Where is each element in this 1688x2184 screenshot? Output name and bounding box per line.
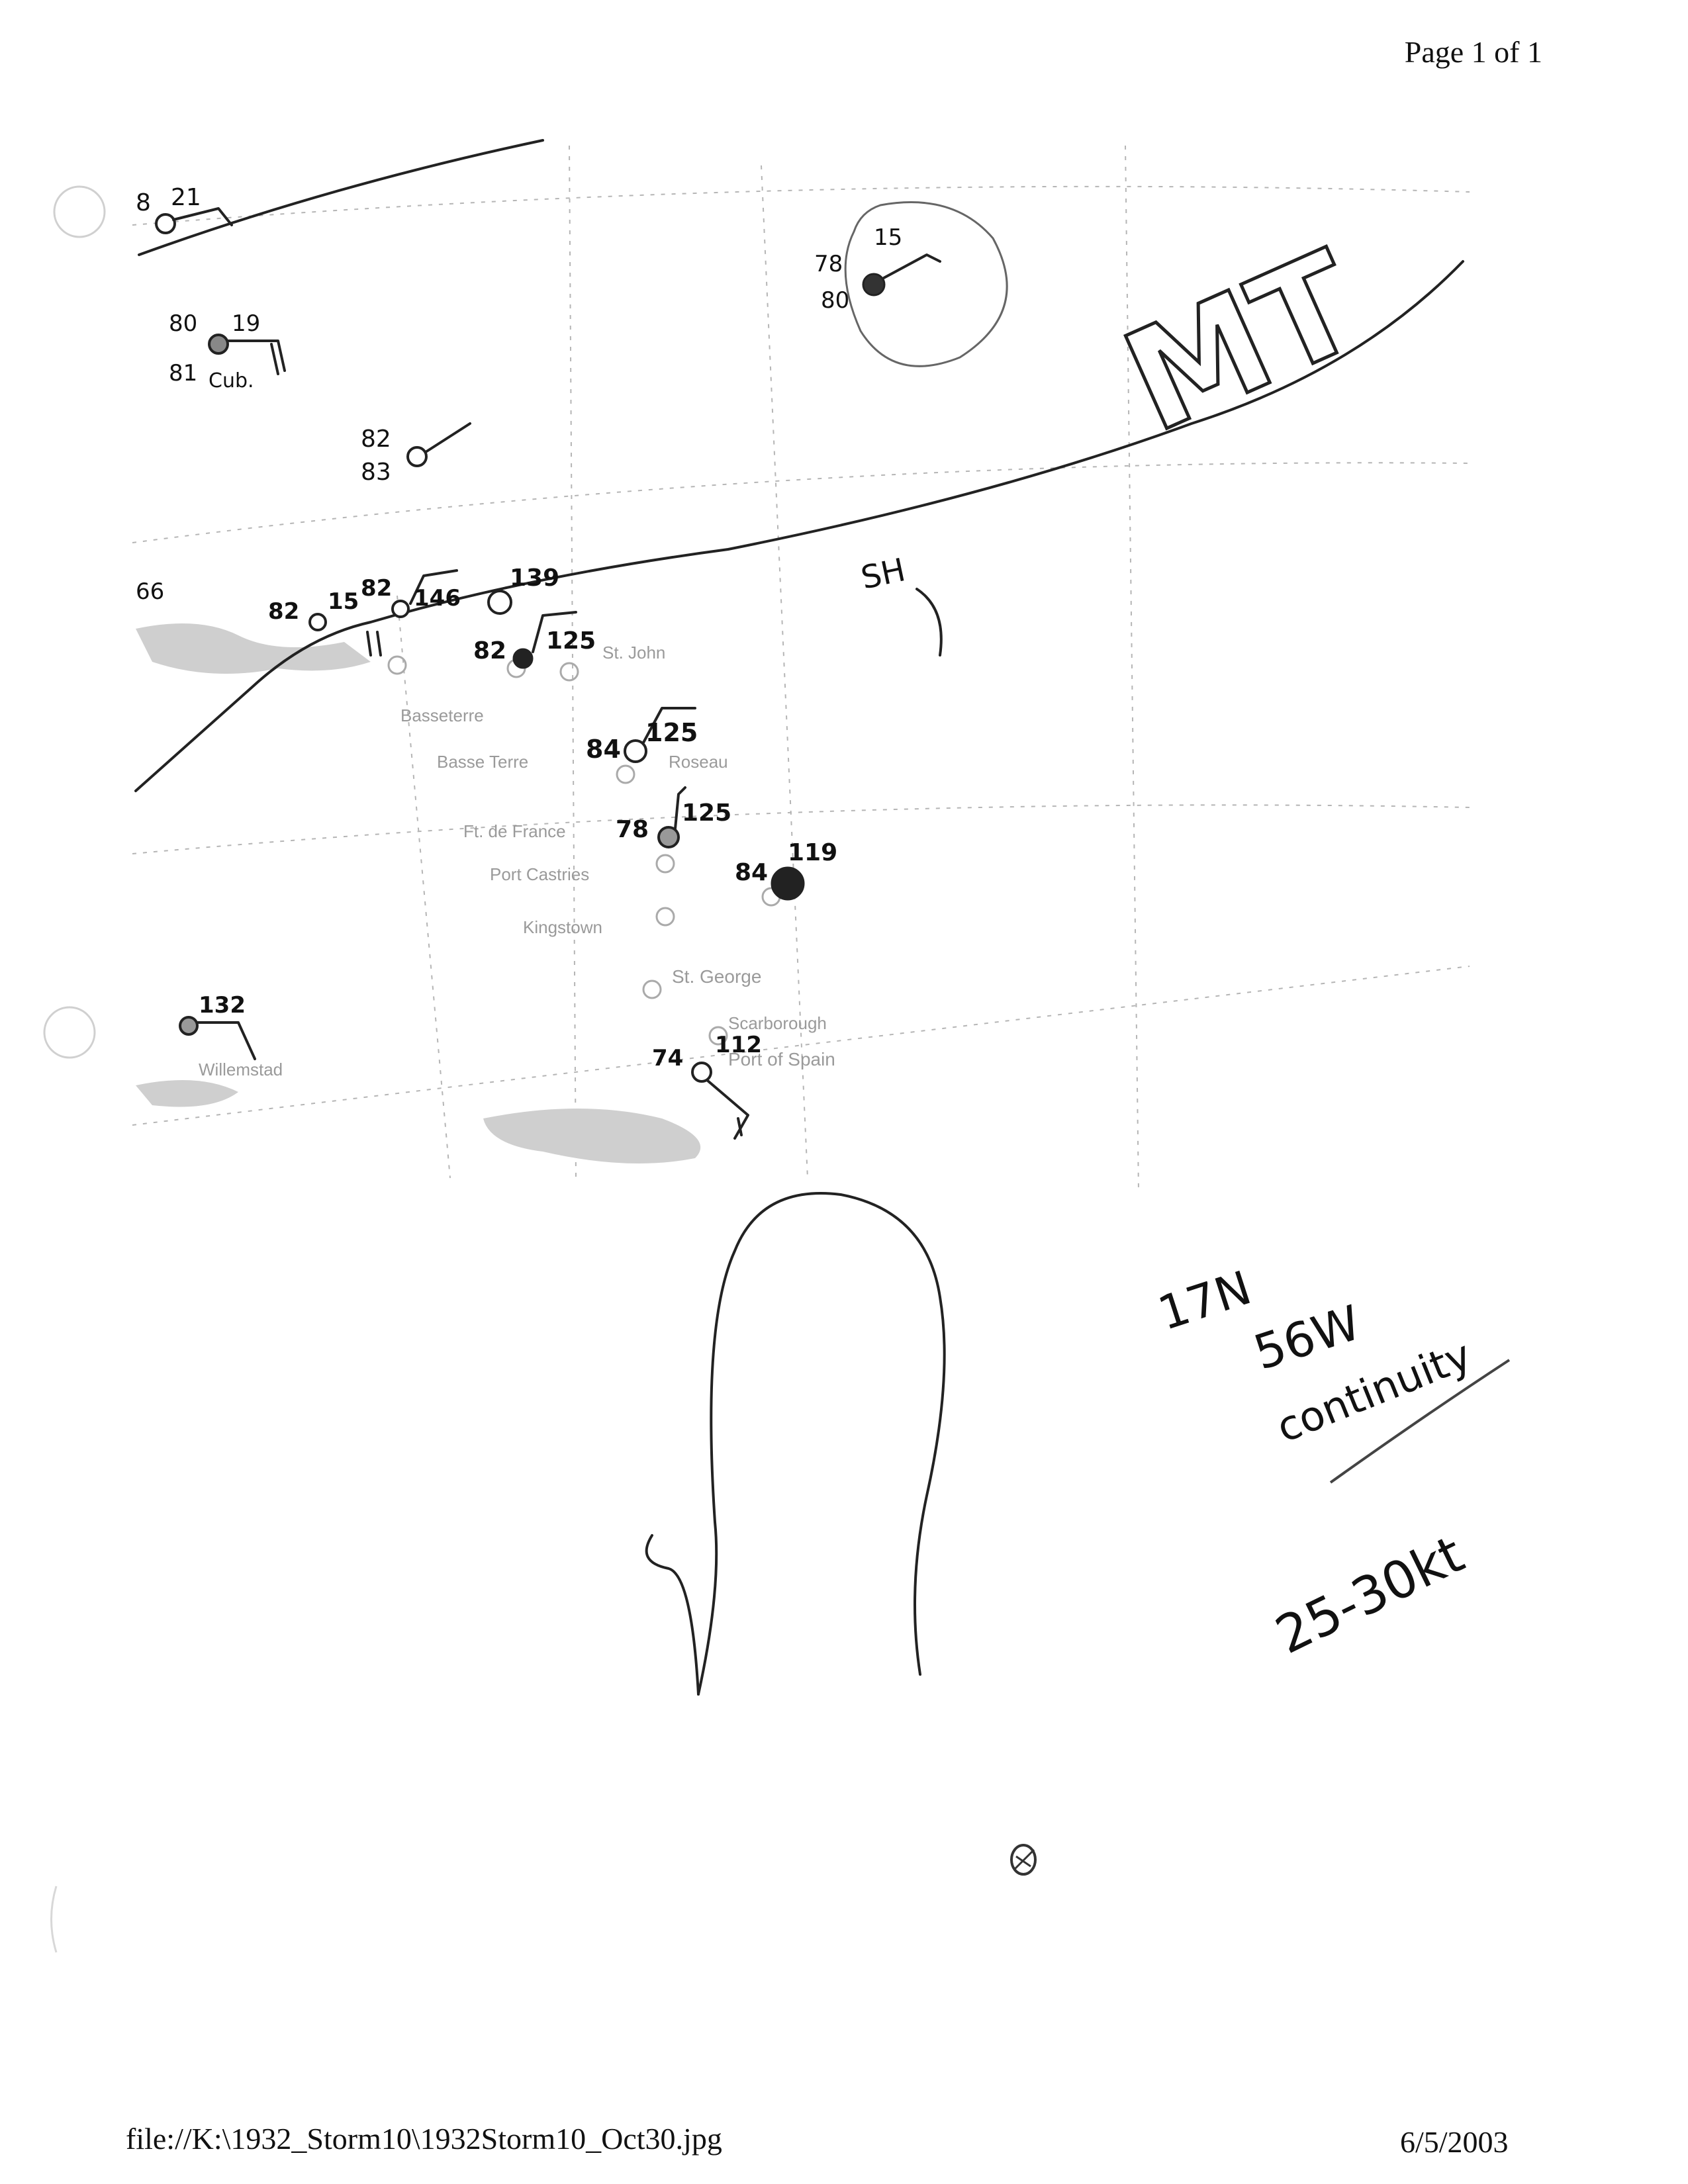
station-plot: 66 [136,578,164,605]
svg-text:82: 82 [361,575,392,602]
note-latitude: 17N [1152,1260,1258,1341]
svg-text:15: 15 [874,224,902,251]
place-scarborough: Scarborough [728,1013,827,1033]
svg-text:80: 80 [169,310,197,337]
printed-station-markers [387,655,781,1046]
punch-hole-icon [43,1006,96,1059]
svg-text:84: 84 [735,859,768,886]
svg-text:82: 82 [473,637,506,664]
svg-text:84: 84 [586,735,621,764]
place-roseau: Roseau [669,752,728,772]
svg-text:81: 81 [169,360,197,387]
svg-text:SH: SH [858,551,909,597]
date-label: 6/5/2003 [1400,2125,1509,2159]
front-line-main [134,260,1464,792]
note-longitude: 56W [1247,1295,1367,1381]
svg-text:66: 66 [136,578,164,605]
place-willemstad: Willemstad [199,1060,283,1079]
svg-text:19: 19 [232,310,260,337]
place-kingstown: Kingstown [523,917,602,937]
svg-text:125: 125 [645,718,698,747]
svg-text:21: 21 [171,184,201,211]
front-label-mt: MT [1101,219,1383,465]
svg-text:74: 74 [652,1045,683,1071]
station-plot: 80 19 81 Cub. [169,310,286,392]
station-plot: 78 15 80 [814,224,941,314]
place-basse-terre: Basse Terre [437,752,528,772]
station-plot: 139 [487,565,559,615]
station-plot: 74 112 [652,1032,762,1140]
place-st-george: St. George [672,966,761,987]
station-plot: 84 125 [586,707,698,764]
svg-text:82: 82 [361,426,391,453]
svg-text:78: 78 [814,251,843,277]
svg-text:132: 132 [199,992,246,1019]
svg-text:Cub.: Cub. [209,369,254,392]
svg-text:80: 80 [821,287,849,314]
svg-text:8: 8 [136,189,151,216]
file-path-label: file://K:\1932_Storm10\1932Storm10_Oct30… [126,2122,722,2156]
front-line-upper [138,139,544,256]
svg-text:146: 146 [414,585,461,612]
station-plot: 78 125 [616,786,731,848]
station-plot: 82 125 [473,611,596,669]
place-st-john: St. John [602,643,665,662]
svg-text:82: 82 [268,598,299,625]
svg-text:112: 112 [715,1032,762,1058]
punch-hole-icon [53,185,106,238]
svg-text:78: 78 [616,816,649,843]
station-plot: 82 15 [268,588,382,657]
handwritten-notes: 17N 56W continuity 25-30kt [1152,1260,1511,1666]
map-grid [132,145,1470,1192]
place-ft-de-france: Ft. de France [463,821,566,841]
place-port-of-spain: Port of Spain [728,1049,835,1069]
note-wind-speed: 25-30kt [1267,1525,1473,1666]
place-basseterre: Basseterre [400,705,484,725]
place-names: Basseterre Basse Terre Roseau Ft. de Fra… [199,643,835,1079]
station-plot: 8 21 [136,184,233,234]
svg-text:119: 119 [788,839,837,866]
svg-text:MT: MT [1103,221,1382,464]
station-plot: 82 146 [361,569,461,618]
svg-text:139: 139 [510,565,559,592]
station-plot: 132 [179,992,256,1060]
highlight-circle [844,201,1008,367]
page-number-label: Page 1 of 1 [1404,35,1542,69]
svg-text:15: 15 [328,588,359,615]
hand-drawn-loop-tail [645,1534,700,1696]
scribble-icon [1010,1844,1037,1876]
svg-text:83: 83 [361,459,391,486]
svg-text:125: 125 [682,799,731,827]
svg-text:125: 125 [546,627,596,655]
coastline-shapes [136,623,701,1163]
hand-drawn-loop [697,1192,946,1696]
station-plot: 84 119 [735,839,837,901]
station-plot: 82 83 [361,422,471,486]
place-port-castries: Port Castries [490,864,589,884]
high-marker: SH [858,551,943,657]
punch-hole-icon [50,1886,58,1953]
